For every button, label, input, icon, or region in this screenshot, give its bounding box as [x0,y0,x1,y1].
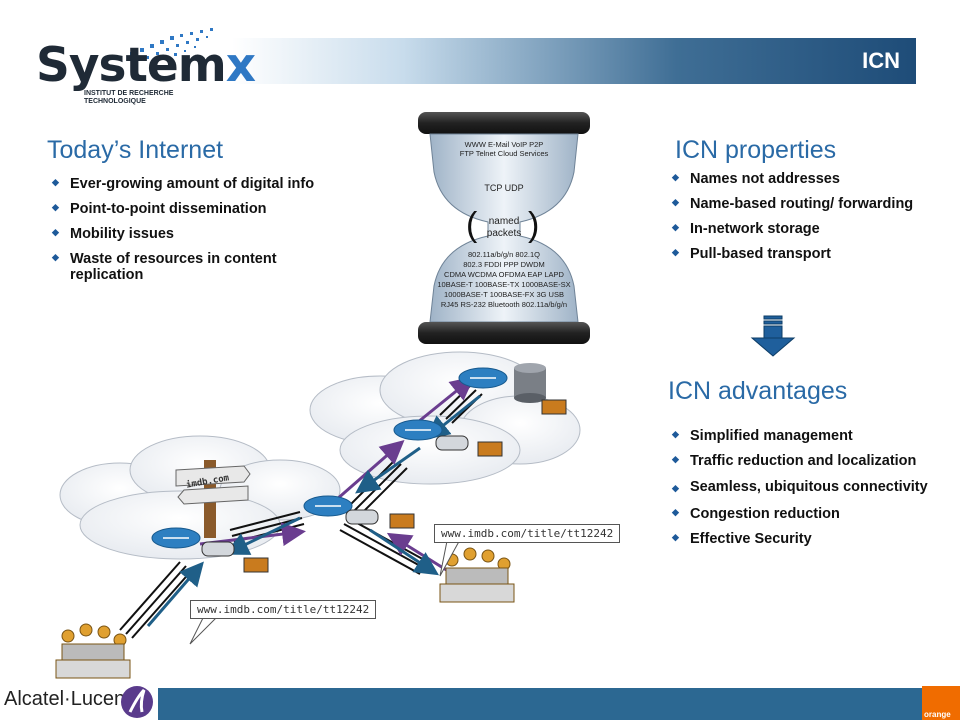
left-paren: ( [466,206,478,244]
list-item: In-network storage [672,221,957,237]
systemx-logo: Systemx [36,38,256,93]
icn-advantages-heading: ICN advantages [668,377,848,405]
list-item: Names not addresses [672,171,957,187]
url-callout-left: www.imdb.com/title/tt12242 [190,600,377,619]
hourglass-labels: WWW E-Mail VoIP P2P FTP Telnet Cloud Ser… [420,140,588,158]
icn-advantages-list: Simplified management Traffic reduction … [672,428,957,547]
film-icon [243,399,567,573]
hourglass-row: 1000BASE-T 100BASE-FX 3G USB [444,290,564,299]
server-icon [514,363,546,403]
list-item: Point-to-point dissemination [52,201,342,217]
header-bar [232,38,916,84]
list-item: Waste of resources in content replicatio… [52,251,342,283]
signpost-icon [175,460,251,538]
network-diagram [55,351,581,679]
list-item: Name-based routing/ forwarding [672,196,957,212]
hourglass-row: 802.3 FDDI PPP DWDM [463,260,545,269]
orange-logo [922,686,960,720]
icn-properties-list: Names not addresses Name-based routing/ … [672,171,957,262]
hourglass-row: CDMA WCDMA OFDMA EAP LAPD [444,270,564,279]
list-item: Congestion reduction [672,506,957,522]
list-item: Pull-based transport [672,246,957,262]
slide-title: ICN [862,48,900,73]
users-icon-right [439,547,515,603]
right-paren: ) [528,206,540,244]
list-item: Simplified management [672,428,957,444]
alcatel-lucent-logo-text: Alcatel·Lucent [4,688,131,710]
todays-internet-list: Ever-growing amount of digital info Poin… [52,176,342,283]
logo-dots [130,28,213,59]
list-item: Ever-growing amount of digital info [52,176,342,192]
list-item: Seamless, ubiquitous connectivity [672,478,957,498]
orange-logo-text: orange [924,710,951,719]
down-arrow-icon [750,315,796,357]
url-callout-right: www.imdb.com/title/tt12242 [434,524,621,543]
hourglass-app-row1: WWW E-Mail VoIP P2P [464,140,544,149]
hourglass-app-row2: FTP Telnet Cloud Services [459,149,549,158]
hourglass-protocol-stack [418,112,590,344]
footer-bar [158,688,922,720]
hourglass-link-layers: 802.11a/b/g/n 802.1Q 802.3 FDDI PPP DWDM… [420,250,588,310]
hourglass-row: 802.11a/b/g/n 802.1Q [467,250,540,259]
list-item: Traffic reduction and localization [672,453,957,469]
list-item: Effective Security [672,531,957,547]
hourglass-row: RJ45 RS-232 Bluetooth 802.11a/b/g/n [440,300,568,309]
cache-icon [201,435,469,557]
icn-properties-heading: ICN properties [675,136,837,164]
todays-internet-heading: Today’s Internet [47,136,224,164]
hourglass-row: 10BASE-T 100BASE-TX 1000BASE-SX [437,280,571,289]
users-icon-left [55,623,131,679]
alcatel-lucent-logo-icon [121,686,153,718]
list-item: Mobility issues [52,226,342,242]
hourglass-transport: TCP UDP [484,183,524,193]
